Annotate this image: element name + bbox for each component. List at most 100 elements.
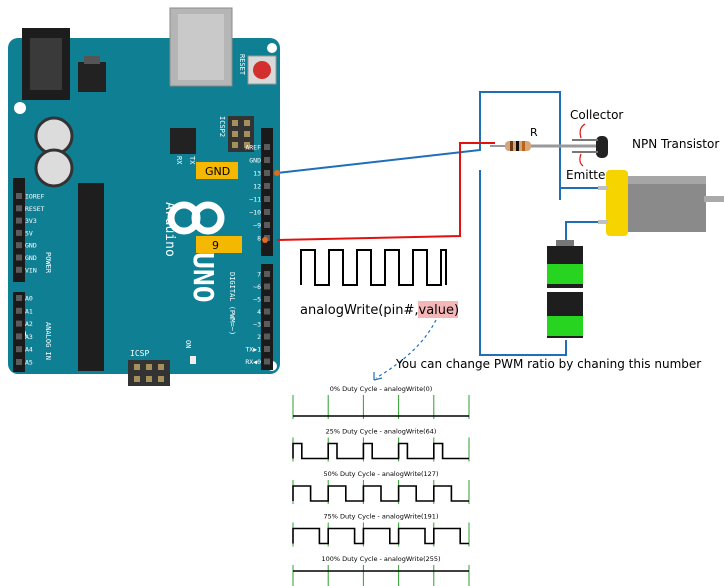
duty-waveform: [292, 442, 469, 460]
analog-pin: [16, 320, 22, 327]
top-pin: [264, 196, 270, 202]
pwm-sample-waveform: [300, 249, 447, 286]
top-pin-label: ~11: [249, 196, 261, 204]
tx-label: TX: [188, 156, 196, 165]
power-pin: [16, 242, 22, 249]
bottom-pin-label: 4: [257, 308, 261, 316]
power-jack-inner: [30, 38, 62, 90]
resistor: R: [490, 126, 538, 151]
wiring: [276, 91, 606, 356]
analog-pin-label: A2: [25, 320, 33, 328]
bottom-pin-label: TX▶1: [245, 346, 261, 354]
on-led: [190, 356, 196, 364]
capacitor: [34, 148, 74, 188]
power-pin-label: VIN: [25, 266, 37, 274]
bottom-pin: [264, 271, 270, 277]
usb-chip: [170, 128, 196, 154]
power-pin-label: 3V3: [25, 217, 37, 225]
bottom-pin-label: ~6: [253, 283, 261, 291]
duty-cycle-label: 100% Duty Cycle - analogWrite(255): [321, 555, 440, 563]
power-pin: [16, 205, 22, 212]
bottom-pin: [264, 296, 270, 302]
value-keyword: value: [419, 303, 455, 318]
duty-cycle-panel: 0% Duty Cycle - analogWrite(0): [292, 385, 470, 419]
voltage-regulator-tab: [84, 56, 100, 64]
top-pin-label: GND: [249, 157, 261, 165]
power-pin-label: GND: [25, 242, 37, 250]
top-pin: [264, 157, 270, 163]
mounting-hole: [14, 102, 26, 114]
transistor-label: NPN Transistor: [632, 137, 719, 151]
icsp-header: [128, 360, 170, 386]
top-pin-label: 12: [253, 183, 261, 191]
analog-pin-label: A4: [25, 346, 33, 354]
duty-cycle-panel: 25% Duty Cycle - analogWrite(64): [292, 428, 470, 462]
power-pin: [16, 193, 22, 199]
bottom-pin: [264, 321, 270, 327]
top-pin: [264, 222, 270, 228]
duty-cycle-label: 50% Duty Cycle - analogWrite(127): [324, 470, 439, 478]
resistor-label: R: [530, 126, 538, 139]
duty-cycle-panel: 100% Duty Cycle - analogWrite(255): [292, 555, 470, 586]
usb-connector-inner: [178, 14, 224, 80]
duty-cycle-label: 75% Duty Cycle - analogWrite(191): [324, 513, 439, 521]
on-led-label: ON: [184, 340, 192, 348]
analog-pin-label: A0: [25, 295, 33, 303]
top-pin-label: ~10: [249, 209, 261, 217]
analog-pin-label: A1: [25, 307, 33, 315]
voltage-regulator: [78, 62, 106, 92]
analog-pin: [16, 295, 22, 301]
board-model: UNO: [187, 252, 220, 303]
rx-label: RX: [175, 156, 183, 165]
icsp2-label: ICSP2: [218, 116, 226, 137]
npn-transistor: Collector Emitter NPN Transistor: [566, 108, 719, 182]
reset-button-cap[interactable]: [253, 61, 271, 79]
top-pin-label: 8: [257, 235, 261, 243]
pwm-signal-wire: [276, 142, 495, 241]
bottom-pin-label: RX◀0: [245, 358, 261, 366]
bottom-pin-label: ~5: [253, 296, 261, 304]
power-label: POWER: [44, 252, 52, 274]
power-pin: [16, 229, 22, 236]
icsp-label: ICSP: [130, 349, 149, 358]
arduino-brand: Arduino: [162, 202, 177, 257]
bottom-pin-label: 2: [257, 333, 261, 341]
icsp2-pins: [232, 120, 250, 148]
power-pin-label: IOREF: [25, 193, 45, 201]
analog-pin: [16, 346, 22, 353]
value-arrow: [375, 319, 437, 379]
emitter-to-motor-wire: [559, 187, 598, 200]
icsp-pins: [134, 364, 164, 382]
top-pin-label: ~9: [253, 222, 261, 230]
top-pin: [264, 170, 270, 176]
top-pin-label: 13: [253, 170, 261, 178]
top-pin: [264, 209, 270, 215]
power-pin: [16, 266, 22, 273]
motor-to-battery-wire: [565, 221, 606, 240]
duty-cycle-panel: 50% Duty Cycle - analogWrite(127): [292, 470, 470, 504]
duty-waveform: [292, 527, 469, 545]
power-pin-label: RESET: [25, 205, 45, 213]
digital-label: DIGITAL (PWM=~): [228, 272, 236, 335]
header-pin-labels: AREFGND1312~11~10~987~6~54~32TX▶1RX◀0IOR…: [25, 144, 261, 367]
digital-header-bottom: [261, 264, 273, 370]
duty-cycle-panels: 0% Duty Cycle - analogWrite(0) 25% Duty C…: [292, 385, 470, 586]
analog-pin-label: A3: [25, 333, 33, 341]
analog-pin-label: A5: [25, 359, 33, 367]
battery-cap: [556, 240, 574, 246]
dc-motor: [598, 170, 724, 236]
reset-label: RESET: [238, 54, 246, 76]
atmega-chip: [78, 183, 104, 371]
battery-return-wire: [479, 170, 567, 356]
analog-pin: [16, 307, 22, 314]
emitter-label: Emitter: [566, 168, 610, 182]
analog-pin: [16, 333, 22, 340]
analog-pin: [16, 359, 22, 365]
arduino-logo: [167, 201, 225, 235]
analogwrite-code: analogWrite(pin#,value): [300, 303, 459, 318]
power-pin: [16, 254, 22, 261]
power-pin-label: GND: [25, 254, 37, 262]
gnd-wire: [276, 91, 561, 200]
duty-cycle-label: 25% Duty Cycle - analogWrite(64): [326, 428, 437, 436]
